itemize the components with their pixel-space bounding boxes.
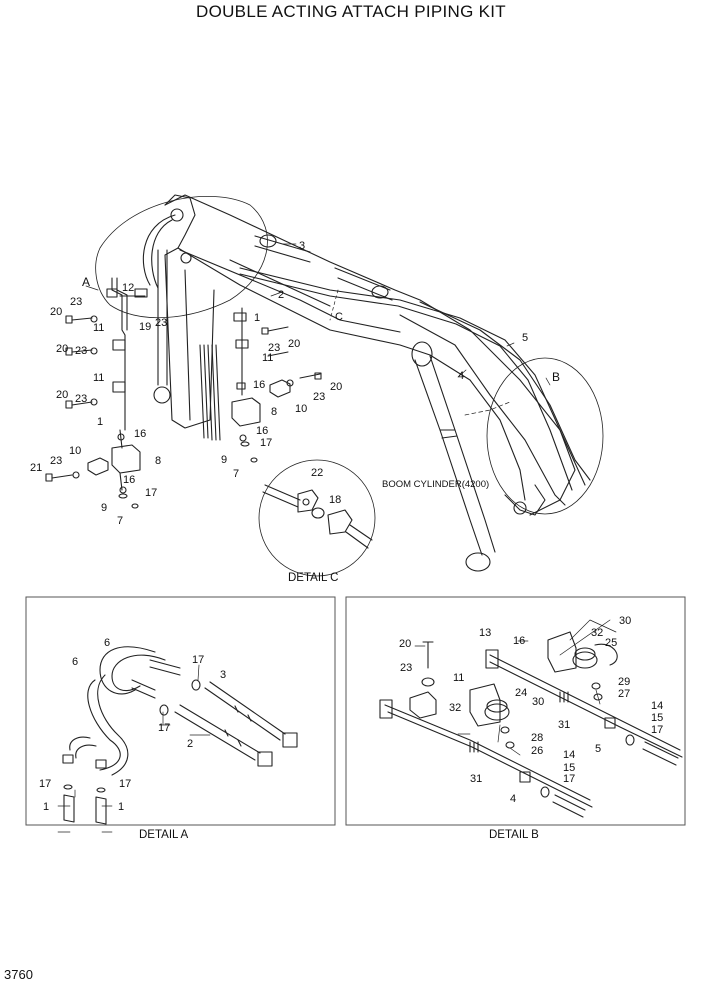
callout-number: 32 <box>591 627 604 639</box>
callout-number: 30 <box>619 615 632 627</box>
callout-number: 22 <box>311 467 324 479</box>
callout-number: 17 <box>563 773 576 785</box>
callout-number: 1 <box>43 801 50 813</box>
detail-c-caption: DETAIL C <box>288 572 339 584</box>
callout-number: 31 <box>558 719 571 731</box>
detail-a-frame <box>25 596 336 826</box>
boom-cylinder-label: BOOM CYLINDER(4200) <box>382 479 490 490</box>
callout-number: 15 <box>563 762 576 774</box>
callout-number: 23 <box>70 296 83 308</box>
callout-number: 23 <box>155 317 168 329</box>
callout-number: 24 <box>515 687 528 699</box>
callout-number: 20 <box>56 389 69 401</box>
callout-number: 18 <box>329 494 342 506</box>
callout-number: 14 <box>651 700 664 712</box>
callout-number: 16 <box>256 425 269 437</box>
page-title: DOUBLE ACTING ATTACH PIPING KIT <box>196 2 506 21</box>
callout-number: 23 <box>75 393 88 405</box>
callout-number: 17 <box>158 722 171 734</box>
callout-number: 16 <box>123 474 136 486</box>
callout-number: 27 <box>618 688 631 700</box>
callout-number: 29 <box>618 676 631 688</box>
callout-number: 2 <box>278 289 285 301</box>
leader-lines <box>57 243 617 833</box>
callout-number: 11 <box>453 672 465 684</box>
callout-number: 15 <box>651 712 664 724</box>
marker-b: B <box>552 370 561 384</box>
callout-number: 5 <box>595 743 602 755</box>
callout-number: 13 <box>479 627 492 639</box>
callout-number: 28 <box>531 732 544 744</box>
callout-number: 23 <box>50 455 63 467</box>
callout-number: 4 <box>510 793 517 805</box>
callout-number: 2 <box>187 738 194 750</box>
callout-number: 16 <box>253 379 266 391</box>
callout-number: 12 <box>122 282 135 294</box>
callout-number: 25 <box>605 637 618 649</box>
callout-number: 10 <box>295 403 308 415</box>
callout-number: 23 <box>75 345 88 357</box>
page-number: 3760 <box>4 967 33 982</box>
callout-number: 17 <box>260 437 273 449</box>
callout-number: 16 <box>134 428 147 440</box>
callout-number: 20 <box>56 343 69 355</box>
boom-assembly <box>95 194 604 572</box>
callout-number: 31 <box>470 773 483 785</box>
callout-number: 30 <box>532 696 545 708</box>
callout-number: 7 <box>117 515 124 527</box>
callout-number: 1 <box>254 312 261 324</box>
detail-a-caption: DETAIL A <box>139 829 189 841</box>
callout-number: 20 <box>399 638 412 650</box>
callout-number: 6 <box>104 637 111 649</box>
callout-number: 9 <box>101 502 108 514</box>
callout-number: 21 <box>30 462 43 474</box>
callout-number: 17 <box>145 487 158 499</box>
callout-number: 8 <box>155 455 162 467</box>
callout-number: 23 <box>400 662 413 674</box>
detail-c-drawing <box>258 459 376 577</box>
callout-number: 5 <box>522 332 529 344</box>
detail-b-caption: DETAIL B <box>489 829 539 841</box>
detail-b-drawing <box>379 631 683 818</box>
callout-number: 3 <box>220 669 227 681</box>
callout-number: 9 <box>221 454 228 466</box>
right-piping-group <box>231 307 322 463</box>
detail-a-drawing <box>62 646 298 825</box>
callout-number: 32 <box>449 702 462 714</box>
callout-number: 14 <box>563 749 576 761</box>
callout-number: 19 <box>139 321 152 333</box>
detail-b-frame <box>345 596 686 826</box>
callout-number: 20 <box>50 306 63 318</box>
callout-number: 11 <box>93 372 105 384</box>
callout-number: 11 <box>262 352 274 364</box>
marker-a: A <box>82 275 91 289</box>
callout-number: 1 <box>97 416 104 428</box>
callout-number: 6 <box>72 656 79 668</box>
callout-number: 26 <box>531 745 544 757</box>
left-piping-group <box>45 277 148 509</box>
marker-c: C <box>335 311 343 323</box>
callout-number: 10 <box>69 445 82 457</box>
callout-number: 3 <box>299 240 306 252</box>
callout-number: 1 <box>118 801 125 813</box>
callout-number: 8 <box>271 406 278 418</box>
callout-number: 11 <box>93 322 105 334</box>
callout-number: 17 <box>651 724 664 736</box>
callout-number: 23 <box>268 342 281 354</box>
callout-number: 23 <box>313 391 326 403</box>
callout-number: 20 <box>330 381 343 393</box>
callout-number: 17 <box>39 778 52 790</box>
callout-number: 4 <box>458 370 465 382</box>
callout-number: 17 <box>119 778 132 790</box>
callout-number: 16 <box>513 635 526 647</box>
callout-number: 7 <box>233 468 240 480</box>
callout-number: 20 <box>288 338 301 350</box>
callout-number: 17 <box>192 654 205 666</box>
